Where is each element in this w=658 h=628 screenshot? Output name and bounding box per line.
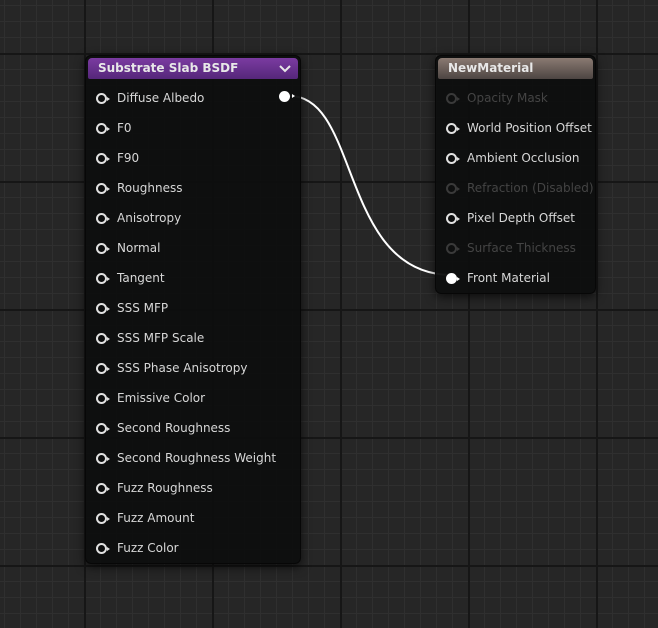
pin-connector-icon[interactable] (96, 422, 110, 434)
pin-connector-icon[interactable] (446, 122, 460, 134)
pin-tangent[interactable]: Tangent (86, 263, 300, 293)
pin-label: Tangent (117, 271, 165, 285)
pin-fuzz-amount[interactable]: Fuzz Amount (86, 503, 300, 533)
pin-label: F90 (117, 151, 140, 165)
pin-label: Opacity Mask (467, 91, 548, 105)
pin-front-material[interactable]: Front Material (436, 263, 595, 293)
pin-connector-icon[interactable] (96, 332, 110, 344)
pin-sss-mfp[interactable]: SSS MFP (86, 293, 300, 323)
substrate-slab-node[interactable]: Substrate Slab BSDF Diffuse Albedo F0 F9… (85, 55, 301, 564)
pin-connector-icon[interactable] (96, 152, 110, 164)
material-node-title: NewMaterial (448, 61, 534, 75)
pin-connector-icon[interactable] (96, 92, 110, 104)
pin-label: SSS MFP Scale (117, 331, 205, 345)
pin-connector-icon[interactable] (96, 182, 110, 194)
pin-label: Emissive Color (117, 391, 206, 405)
pin-diffuse-albedo[interactable]: Diffuse Albedo (86, 83, 300, 113)
pin-label: Second Roughness (117, 421, 231, 435)
pin-label: Fuzz Roughness (117, 481, 213, 495)
pin-label: Fuzz Amount (117, 511, 195, 525)
pin-sss-phase-anisotropy[interactable]: SSS Phase Anisotropy (86, 353, 300, 383)
pin-label: Ambient Occlusion (467, 151, 580, 165)
pin-f0[interactable]: F0 (86, 113, 300, 143)
pin-label: Normal (117, 241, 161, 255)
pin-connector-icon[interactable] (96, 242, 110, 254)
pin-emissive-color[interactable]: Emissive Color (86, 383, 300, 413)
slab-input-pins: Diffuse Albedo F0 F90 Roughness Anisotro… (86, 83, 300, 563)
pin-connector-icon (446, 242, 460, 254)
pin-label: Front Material (467, 271, 550, 285)
wire-path[interactable] (289, 95, 453, 276)
pin-connector-icon[interactable] (446, 272, 460, 284)
pin-second-roughness-weight[interactable]: Second Roughness Weight (86, 443, 300, 473)
pin-label: Fuzz Color (117, 541, 179, 555)
pin-anisotropy[interactable]: Anisotropy (86, 203, 300, 233)
slab-node-title: Substrate Slab BSDF (98, 61, 239, 75)
pin-connector-icon[interactable] (96, 452, 110, 464)
pin-surface-thickness: Surface Thickness (436, 233, 595, 263)
pin-sss-mfp-scale[interactable]: SSS MFP Scale (86, 323, 300, 353)
pin-f90[interactable]: F90 (86, 143, 300, 173)
pin-connector-icon[interactable] (96, 302, 110, 314)
pin-roughness[interactable]: Roughness (86, 173, 300, 203)
pin-connector-icon[interactable] (96, 272, 110, 284)
pin-connector-icon[interactable] (96, 482, 110, 494)
slab-node-header[interactable]: Substrate Slab BSDF (88, 58, 298, 79)
pin-label: F0 (117, 121, 132, 135)
pin-ambient-occlusion[interactable]: Ambient Occlusion (436, 143, 595, 173)
pin-pixel-depth-offset[interactable]: Pixel Depth Offset (436, 203, 595, 233)
pin-connector-icon (446, 182, 460, 194)
pin-refraction: Refraction (Disabled) (436, 173, 595, 203)
output-pin-icon[interactable] (279, 91, 295, 102)
pin-connector-icon[interactable] (96, 122, 110, 134)
pin-world-position-offset[interactable]: World Position Offset (436, 113, 595, 143)
pin-connector-icon[interactable] (96, 362, 110, 374)
pin-fuzz-roughness[interactable]: Fuzz Roughness (86, 473, 300, 503)
pin-label: Anisotropy (117, 211, 182, 225)
pin-connector-icon[interactable] (96, 392, 110, 404)
pin-connector-icon (446, 92, 460, 104)
pin-label: World Position Offset (467, 121, 592, 135)
pin-label: SSS Phase Anisotropy (117, 361, 248, 375)
pin-connector-icon[interactable] (96, 542, 110, 554)
pin-normal[interactable]: Normal (86, 233, 300, 263)
material-input-pins: Opacity Mask World Position Offset Ambie… (436, 83, 595, 293)
pin-connector-icon[interactable] (96, 512, 110, 524)
pin-fuzz-color[interactable]: Fuzz Color (86, 533, 300, 563)
pin-connector-icon[interactable] (446, 152, 460, 164)
pin-connector-icon[interactable] (96, 212, 110, 224)
pin-label: Pixel Depth Offset (467, 211, 575, 225)
pin-label: Second Roughness Weight (117, 451, 277, 465)
pin-second-roughness[interactable]: Second Roughness (86, 413, 300, 443)
material-node-header[interactable]: NewMaterial (438, 58, 593, 79)
pin-label: Roughness (117, 181, 183, 195)
chevron-down-icon[interactable] (278, 58, 292, 79)
pin-label: Diffuse Albedo (117, 91, 205, 105)
pin-label: Refraction (Disabled) (467, 181, 594, 195)
pin-label: SSS MFP (117, 301, 169, 315)
pin-connector-icon[interactable] (446, 212, 460, 224)
pin-opacity-mask: Opacity Mask (436, 83, 595, 113)
pin-label: Surface Thickness (467, 241, 576, 255)
new-material-node[interactable]: NewMaterial Opacity Mask World Position … (435, 55, 596, 294)
